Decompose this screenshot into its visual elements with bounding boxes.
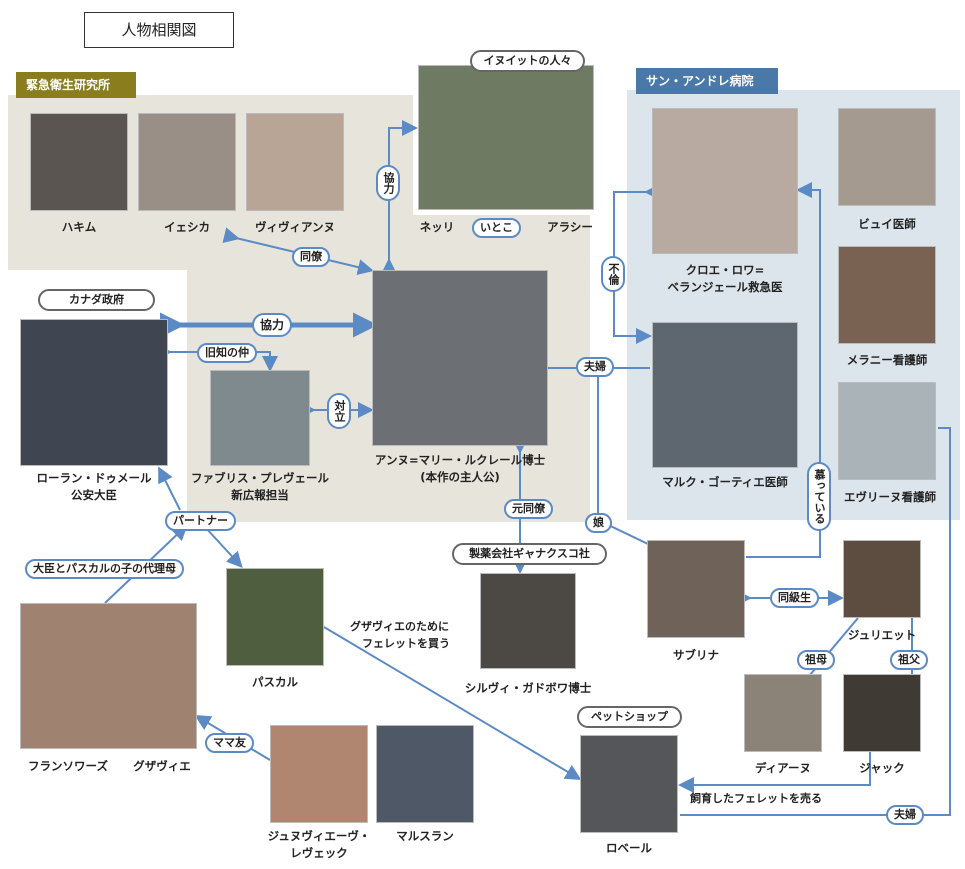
name-chloe: クロエ・ロワ= [685, 263, 765, 277]
relation-grandmother: 祖母 [797, 650, 835, 670]
name-anne: アンヌ=マリー・ルクレール博士 [374, 453, 546, 467]
name-sabrina: サブリナ [673, 648, 719, 662]
photo-viviane [246, 113, 344, 211]
name-nelly: ネッリ [419, 220, 455, 234]
photo-bui [838, 108, 936, 206]
name-marc: マルク・ゴーティエ医師 [662, 475, 788, 489]
note-anne: (本作の主人公) [420, 470, 500, 484]
page-title: 人物相関図 [84, 12, 234, 48]
photo-sylvie [480, 573, 576, 669]
role-chloe: ベランジェール救急医 [667, 280, 783, 294]
photo-jacques [843, 674, 921, 752]
group-canada: カナダ政府 [38, 289, 155, 311]
relation-married-anne-marc: 夫婦 [576, 357, 614, 377]
relation-partner: パートナー [165, 511, 236, 531]
group-inuit: イヌイットの人々 [470, 50, 585, 72]
photo-hakim [30, 113, 128, 211]
photo-juliette [843, 540, 921, 618]
name-bui: ビュイ医師 [858, 217, 916, 231]
photo-sabrina [647, 540, 745, 638]
relation-buys-ferret-1: グザヴィエのために [350, 620, 449, 633]
role-laurent: 公安大臣 [71, 488, 117, 502]
photo-genevieve [270, 725, 368, 823]
name-dianne: ディアーヌ [754, 761, 811, 775]
relation-acquainted: 旧知の仲 [197, 343, 257, 363]
name-xavier: グザヴィエ [133, 759, 191, 773]
name-evelyne: エヴリーヌ看護師 [844, 490, 936, 504]
name-fabrice: ファブリス・プレヴェール [191, 471, 329, 485]
relation-classmates: 同級生 [770, 588, 819, 608]
photo-inuit [418, 65, 594, 210]
photo-fabrice [210, 370, 310, 466]
relation-daughter: 娘 [585, 513, 612, 533]
name-sylvie: シルヴィ・ガドボワ博士 [464, 681, 592, 695]
photo-melanie [838, 246, 936, 344]
photo-laurent [20, 319, 168, 466]
name-laurent: ローラン・ドゥメール [36, 471, 152, 485]
relation-colleagues: 同僚 [292, 247, 330, 267]
relation-former-colleague: 元同僚 [504, 499, 553, 519]
group-pharma: 製薬会社ギャナクスコ社 [452, 543, 607, 565]
name-genevieve-2: レヴェック [290, 846, 348, 860]
name-melanie: メラニー看護師 [846, 353, 928, 367]
relation-surrogate: 大臣とパスカルの子の代理母 [25, 559, 184, 579]
group-label-hospital: サン・アンドレ病院 [636, 68, 778, 94]
photo-chloe [652, 108, 798, 254]
relation-cooperate-inuit: 協力 [376, 165, 400, 201]
photo-evelyne [838, 382, 936, 480]
relation-cooperate-canada: 協力 [252, 313, 293, 337]
relation-sells-ferrets: 飼育したフェレットを売る [690, 792, 822, 805]
photo-marc [652, 322, 798, 468]
relation-buys-ferret-2: フェレットを買う [362, 637, 450, 650]
photo-francoise-xavier [20, 603, 197, 749]
relation-cousins: いとこ [472, 218, 521, 238]
name-robert: ロベール [606, 841, 652, 855]
photo-marcelin [376, 725, 474, 823]
group-label-lab: 緊急衛生研究所 [16, 72, 136, 98]
photo-yesica [138, 113, 236, 211]
relation-admires: 慕っている [807, 462, 831, 531]
photo-anne [372, 270, 548, 446]
name-arasie: アラシー [547, 220, 593, 234]
photo-robert [580, 735, 678, 833]
photo-pascal [226, 568, 324, 666]
role-fabrice: 新広報担当 [231, 488, 289, 502]
name-hakim: ハキム [61, 220, 97, 234]
photo-dianne [744, 674, 822, 752]
name-genevieve: ジュヌヴィエーヴ・ [267, 829, 371, 843]
relation-conflict: 対立 [327, 393, 351, 429]
name-jacques: ジャック [859, 761, 905, 775]
relation-grandfather: 祖父 [890, 650, 928, 670]
name-yesica: イェシカ [164, 220, 210, 234]
group-petshop: ペットショップ [577, 706, 682, 728]
relation-affair: 不倫 [601, 256, 625, 292]
name-pascal: パスカル [252, 675, 298, 689]
relation-married-robert-evelyne: 夫婦 [886, 805, 924, 825]
name-viviane: ヴィヴィアンヌ [254, 220, 336, 234]
relation-mama-friend: ママ友 [205, 733, 254, 753]
name-francoise: フランソワーズ [28, 759, 108, 773]
name-juliette: ジュリエット [847, 628, 917, 642]
name-marcelin: マルスラン [396, 829, 454, 843]
